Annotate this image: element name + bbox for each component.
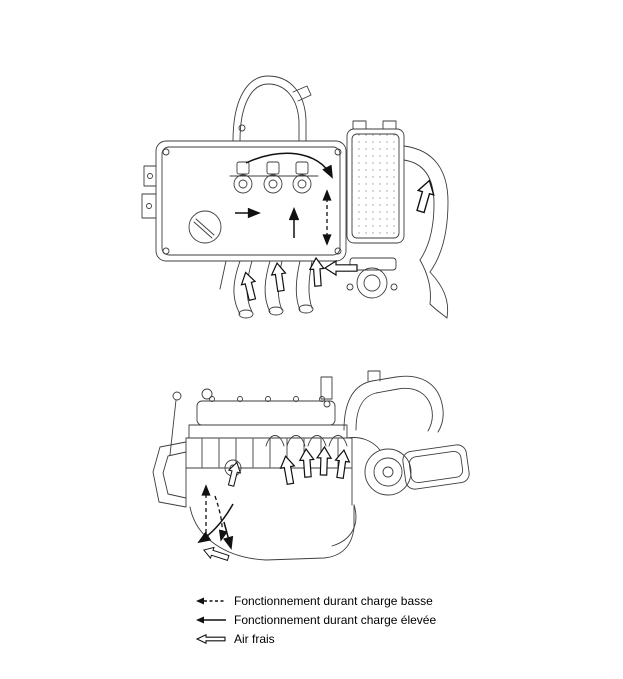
legend-item-high-load: Fonctionnement durant charge élevée: [196, 613, 436, 627]
solid-arrow-icon: [196, 616, 226, 624]
legend-label-low-load: Fonctionnement durant charge basse: [234, 594, 433, 608]
legend-item-low-load: Fonctionnement durant charge basse: [196, 594, 436, 608]
hollow-arrow-icon: [196, 634, 226, 644]
side-view-low-load-arrows: [201, 484, 228, 542]
engine-top-view: [141, 75, 449, 319]
side-view-high-load-arrows: [197, 503, 234, 550]
legend-item-fresh-air: Air frais: [196, 632, 436, 646]
legend-label-fresh-air: Air frais: [234, 632, 275, 646]
top-view-high-load-arrows: [235, 152, 333, 238]
engine-top-view-lineart: [141, 75, 449, 319]
legend: Fonctionnement durant charge basse Fonct…: [196, 594, 436, 651]
engine-side-view: [152, 370, 470, 564]
top-view-fresh-air-arrows: [238, 177, 438, 302]
legend-label-high-load: Fonctionnement durant charge élevée: [234, 613, 437, 627]
engine-side-view-lineart: [152, 370, 470, 561]
side-view-fresh-air-arrows: [201, 446, 352, 564]
dashed-arrow-icon: [196, 597, 226, 605]
